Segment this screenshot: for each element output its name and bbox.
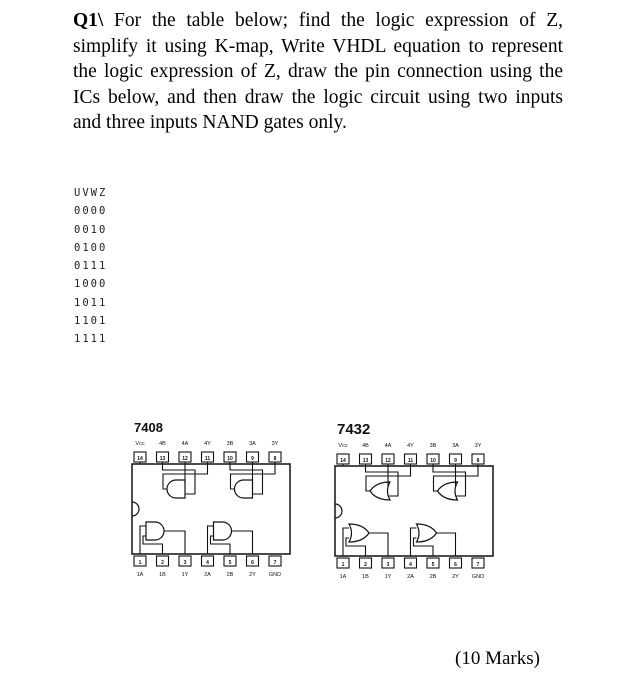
truth-table-row: 0010 — [74, 223, 108, 236]
pin — [358, 557, 373, 569]
pin-label: 3Y — [272, 441, 279, 447]
pin — [381, 557, 395, 569]
ic-notch — [131, 501, 140, 517]
pin — [223, 555, 237, 567]
pin-label: 3A — [452, 443, 459, 449]
or-gate-symbol — [436, 481, 459, 501]
pin — [155, 555, 170, 567]
pin-number: 8 — [477, 458, 480, 464]
pin — [245, 555, 260, 567]
pin — [336, 557, 350, 569]
pin-number: 6 — [454, 562, 457, 568]
pin-label: 2Y — [452, 574, 459, 580]
pin-number: 9 — [454, 458, 457, 464]
pin-number: 1 — [342, 562, 345, 568]
ic-7432-title: 7432 — [337, 421, 371, 438]
ic-7408-title: 7408 — [134, 420, 163, 435]
pin-number: 10 — [227, 456, 233, 462]
pin-number: 14 — [137, 456, 143, 462]
question-body: For the table below; find the logic expr… — [73, 10, 563, 134]
truth-table-row: 1011 — [74, 296, 108, 309]
pin-number: 6 — [251, 560, 254, 566]
pin-label: 1Y — [182, 572, 189, 578]
pin-number: 13 — [160, 456, 166, 462]
pin-number: 12 — [182, 456, 188, 462]
question-text: Q1\ For the table below; find the logic … — [73, 8, 563, 136]
pin — [133, 555, 147, 567]
pin-number: 4 — [206, 560, 209, 566]
pin — [268, 555, 282, 567]
pin-number: 2 — [364, 562, 367, 568]
pin-number: 12 — [385, 458, 391, 464]
pin-number: 3 — [387, 562, 390, 568]
truth-table-row: 1000 — [74, 278, 108, 291]
or-gate-symbol — [347, 523, 370, 543]
question-number: Q1\ — [73, 10, 104, 31]
truth-table-row: 0000 — [74, 205, 108, 218]
pin-label: 1A — [340, 574, 347, 580]
or-gate-symbol — [369, 481, 392, 501]
pin-label: Vcc — [338, 443, 347, 449]
pin — [403, 557, 418, 569]
pin-number: 11 — [205, 456, 211, 462]
pin-number: 11 — [408, 458, 414, 464]
and-gate-symbol — [166, 479, 186, 499]
pin-label: 1A — [137, 572, 144, 578]
pin-number: 9 — [251, 456, 254, 462]
truth-table-row: 1101 — [74, 315, 108, 328]
pin-label: 2B — [227, 572, 234, 578]
pin-label: GND — [472, 574, 484, 580]
pin — [200, 555, 215, 567]
and-gate-symbol — [145, 521, 165, 541]
pin-number: 4 — [409, 562, 412, 568]
pin-label: 3B — [430, 443, 437, 449]
pin — [178, 555, 192, 567]
pin-label: 4A — [182, 441, 189, 447]
pin-label: 3B — [227, 441, 234, 447]
pin-number: 5 — [229, 560, 232, 566]
pin-label: 1Y — [385, 574, 392, 580]
pin-label: 3Y — [475, 443, 482, 449]
truth-table-row: 0100 — [74, 241, 108, 254]
pin-number: 13 — [363, 458, 369, 464]
pin-number: 10 — [430, 458, 436, 464]
ic-7432-diagram: Vcc 14 4B 13 4A 12 4Y 11 3B 10 3A 9 3Y 8 1 1A 2 1B 3 1Y 4 2A 5… — [334, 443, 494, 580]
pin-label: 1B — [159, 572, 166, 578]
pin — [448, 557, 463, 569]
pin-number: 5 — [432, 562, 435, 568]
pin-number: 2 — [161, 560, 164, 566]
pin-label: Vcc — [135, 441, 144, 447]
and-gate-symbol — [212, 521, 233, 541]
pin-label: GND — [269, 572, 281, 578]
pin-number: 7 — [274, 560, 277, 566]
and-gate-symbol — [233, 479, 254, 499]
pin-number: 1 — [139, 560, 142, 566]
pin-label: 2B — [430, 574, 437, 580]
pin-label: 4B — [159, 441, 166, 447]
pin-number: 7 — [477, 562, 480, 568]
pin — [426, 557, 440, 569]
pin-number: 8 — [274, 456, 277, 462]
pin-number: 14 — [340, 458, 346, 464]
truth-table-header: UVWZ — [74, 187, 108, 199]
pin-label: 1B — [362, 574, 369, 580]
or-gate-symbol — [415, 523, 438, 543]
pin-label: 4B — [362, 443, 369, 449]
marks-label: (10 Marks) — [455, 648, 540, 669]
pin-number: 3 — [184, 560, 187, 566]
pin-label: 2A — [407, 574, 414, 580]
pin — [471, 557, 485, 569]
truth-table: UVWZ 0000 0010 0100 0111 1000 1011 1101 … — [74, 184, 107, 349]
ic-7408-diagram: Vcc 14 4B 13 4A 12 4Y 11 3B 10 3A 9 3Y 8 1 1A 2 1B 3 1Y 4 2A 5… — [131, 441, 291, 578]
ic-notch — [334, 503, 343, 519]
pin-label: 4Y — [407, 443, 414, 449]
truth-table-row: 1111 — [74, 333, 108, 346]
truth-table-row: 0111 — [74, 260, 108, 273]
pin-label: 2A — [204, 572, 211, 578]
pin-label: 3A — [249, 441, 256, 447]
pin-label: 4Y — [204, 441, 211, 447]
pin-label: 2Y — [249, 572, 256, 578]
pin-label: 4A — [385, 443, 392, 449]
